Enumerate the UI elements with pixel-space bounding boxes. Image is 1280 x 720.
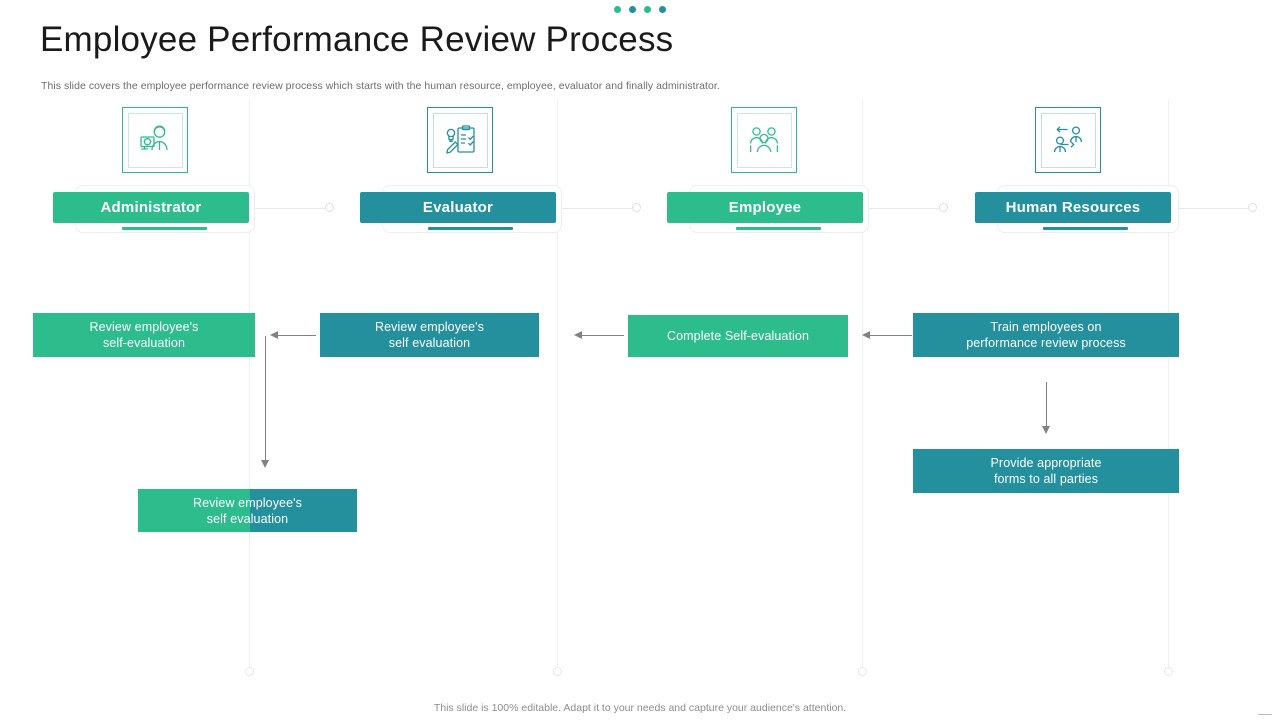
admin-person-gear-icon xyxy=(135,120,175,160)
page-subtitle: This slide covers the employee performan… xyxy=(41,80,720,92)
lane-guide-4 xyxy=(1168,100,1169,670)
lane-guide-1 xyxy=(249,100,250,670)
process-box-train-employees[interactable]: Train employees on performance review pr… xyxy=(913,313,1179,357)
lane-guide-2 xyxy=(557,100,558,670)
header-bar-evaluator[interactable]: Evaluator xyxy=(360,192,556,223)
arrow-line-employee-to-evaluator xyxy=(578,335,624,336)
header-bar-human-resources[interactable]: Human Resources xyxy=(975,192,1171,223)
header-connector-1 xyxy=(255,208,325,209)
footer-tick-mark xyxy=(1258,714,1272,715)
header-connector-ring-3[interactable] xyxy=(939,203,948,212)
lane-end-dot-3 xyxy=(858,667,867,676)
header-connector-2 xyxy=(562,208,632,209)
icon-box-human-resources xyxy=(1035,107,1101,173)
dot-1 xyxy=(614,6,621,13)
process-line1-complete-self-evaluation: Complete Self-evaluation xyxy=(666,329,810,343)
footer-note: This slide is 100% editable. Adapt it to… xyxy=(433,702,847,714)
lane-end-dot-2 xyxy=(553,667,562,676)
process-line2-train-employees: performance review process xyxy=(966,336,1126,350)
process-line2-admin-review: self-evaluation xyxy=(102,336,186,350)
header-bar-employee[interactable]: Employee xyxy=(667,192,863,223)
header-underline-employee xyxy=(736,227,821,230)
arrow-head-employee-to-evaluator xyxy=(574,331,582,339)
icon-box-evaluator xyxy=(427,107,493,173)
header-connector-ring-4[interactable] xyxy=(1248,203,1257,212)
process-line1-admin-review-lower: Review employee's xyxy=(193,495,302,510)
header-connector-3 xyxy=(869,208,939,209)
process-line1-admin-review: Review employee's xyxy=(89,320,199,334)
header-connector-4 xyxy=(1178,208,1248,209)
lane-label-evaluator: Evaluator xyxy=(422,199,494,216)
header-underline-human-resources xyxy=(1043,227,1128,230)
box-fill-teal xyxy=(250,489,357,532)
lane-label-employee: Employee xyxy=(728,199,802,216)
arrow-line-admin-elbow-vertical xyxy=(265,336,266,462)
dot-2 xyxy=(629,6,636,13)
icon-box-administrator xyxy=(122,107,188,173)
process-line1-provide-forms: Provide appropriate xyxy=(990,456,1102,470)
process-box-admin-review[interactable]: Review employee's self-evaluation xyxy=(33,313,255,357)
process-box-admin-review-lower[interactable]: Review employee's self evaluation xyxy=(138,489,357,532)
process-line1-train-employees: Train employees on xyxy=(990,320,1102,334)
process-line2-provide-forms: forms to all parties xyxy=(993,472,1099,486)
arrow-head-admin-elbow xyxy=(261,460,269,468)
box-fill-green xyxy=(138,489,250,532)
lane-label-administrator: Administrator xyxy=(100,199,202,216)
arrow-line-evaluator-to-admin xyxy=(274,335,316,336)
dot-4 xyxy=(659,6,666,13)
header-connector-ring-1[interactable] xyxy=(325,203,334,212)
header-bar-administrator[interactable]: Administrator xyxy=(53,192,249,223)
arrow-line-hr-to-employee xyxy=(866,335,912,336)
arrow-head-hr-to-employee xyxy=(862,331,870,339)
header-underline-administrator xyxy=(122,227,207,230)
process-line2-evaluator-review: self evaluation xyxy=(388,336,471,350)
clipboard-checklist-icon xyxy=(440,120,480,160)
arrow-line-hr-vertical xyxy=(1046,382,1047,428)
icon-box-employee xyxy=(731,107,797,173)
process-line2-admin-review-lower: self evaluation xyxy=(206,511,289,526)
header-connector-ring-2[interactable] xyxy=(632,203,641,212)
page-title: Employee Performance Review Process xyxy=(40,20,674,59)
lane-guide-3 xyxy=(862,100,863,670)
top-dot-group xyxy=(0,6,1280,13)
people-group-icon xyxy=(744,120,784,160)
lane-end-dot-1 xyxy=(245,667,254,676)
arrow-head-hr-vertical xyxy=(1042,426,1050,434)
process-box-evaluator-review[interactable]: Review employee's self evaluation xyxy=(320,313,539,357)
process-box-complete-self-evaluation[interactable]: Complete Self-evaluation xyxy=(628,315,848,357)
dot-3 xyxy=(644,6,651,13)
lane-end-dot-4 xyxy=(1164,667,1173,676)
two-people-exchange-icon xyxy=(1048,120,1088,160)
process-box-provide-forms[interactable]: Provide appropriate forms to all parties xyxy=(913,449,1179,493)
arrow-head-evaluator-to-admin xyxy=(270,331,278,339)
lane-label-human-resources: Human Resources xyxy=(1005,199,1141,216)
header-underline-evaluator xyxy=(428,227,513,230)
process-line1-evaluator-review: Review employee's xyxy=(375,320,484,334)
